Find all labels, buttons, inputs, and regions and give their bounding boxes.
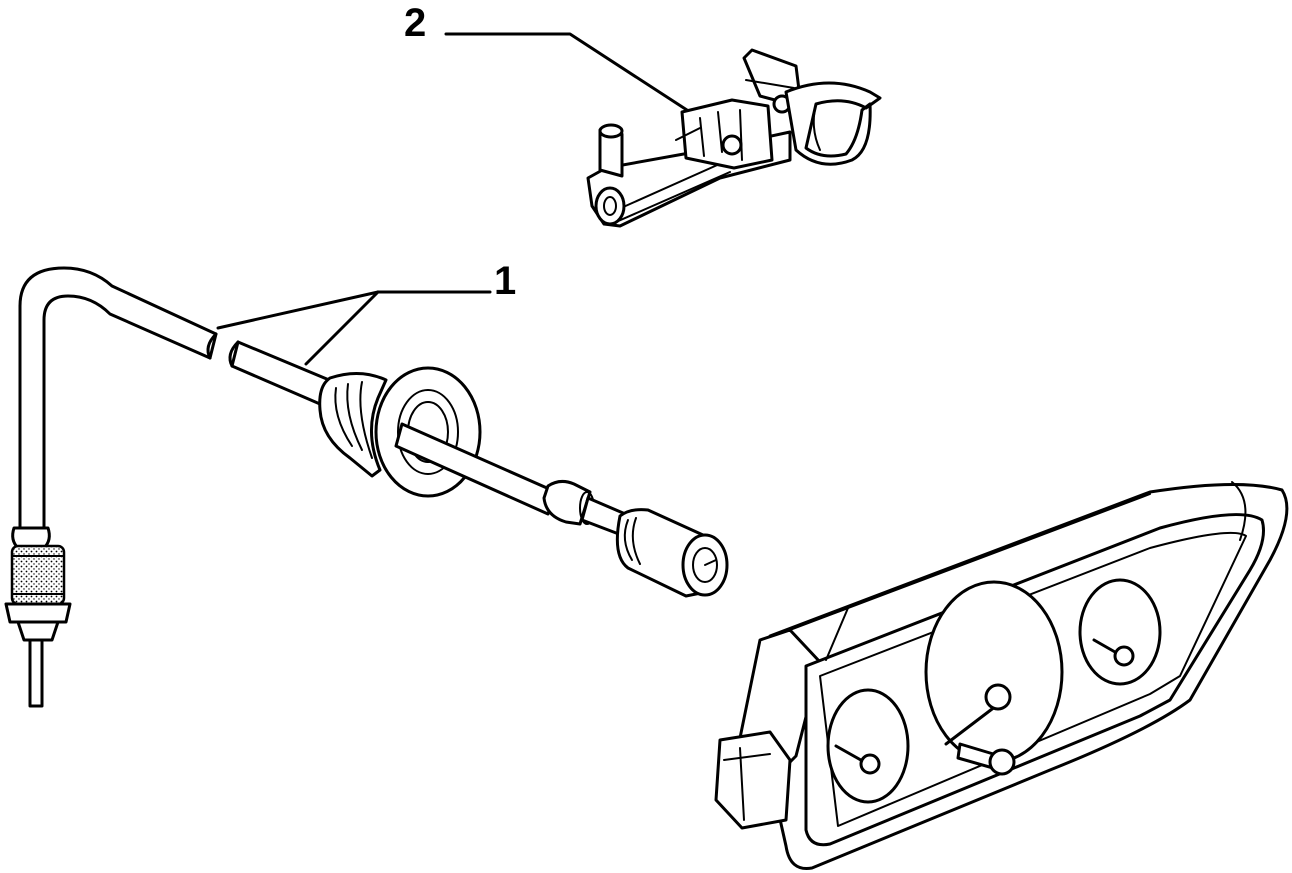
instrument-cluster [714,481,1289,871]
callout-label-2: 2 [404,1,426,45]
leader-line-2 [444,32,692,114]
callout-2: 2 [404,1,692,114]
leader-line-1b [304,290,380,366]
callout-1: 1 [216,259,516,366]
leader-line-1a [216,290,492,330]
callout-label-1: 1 [494,259,516,303]
speedometer-cable [4,266,729,708]
cable-retaining-clip [586,48,882,228]
